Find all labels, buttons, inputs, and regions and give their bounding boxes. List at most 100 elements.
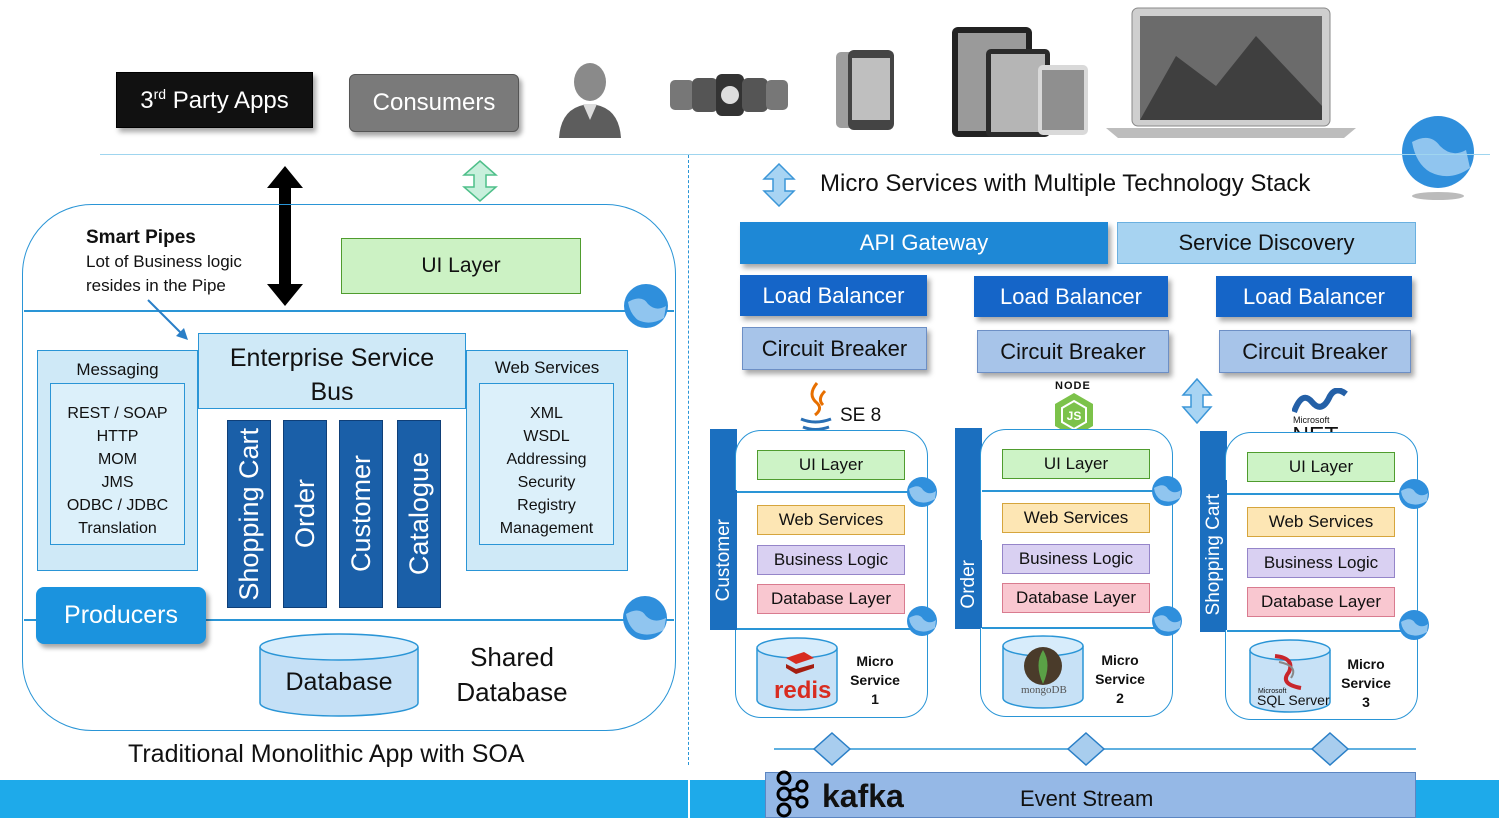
node-label: NODE — [1055, 380, 1091, 392]
web-services-box: Web Services — [1002, 503, 1150, 533]
dotnet-logo-icon — [1292, 388, 1348, 414]
api-gateway-label: API Gateway — [859, 230, 989, 255]
shared-database-label: Shared Database — [456, 642, 568, 707]
smart-pipes-line: resides in the Pipe — [86, 276, 226, 295]
business-logic-box: Business Logic — [1247, 548, 1395, 578]
ui-layer-box: UI Layer — [757, 450, 905, 480]
database-label: Database — [285, 667, 393, 696]
messaging-list: REST / SOAP HTTP MOM JMS ODBC / JDBC Tra… — [50, 383, 185, 545]
layer-separator — [24, 310, 674, 312]
globe-icon — [624, 284, 668, 328]
section-divider — [688, 155, 689, 765]
web-services-item: Security — [517, 474, 576, 491]
database-layer-box: Database Layer — [1002, 583, 1150, 613]
module-order: Order — [283, 420, 327, 608]
module-customer: Customer — [339, 420, 383, 608]
redis-label: redis — [774, 677, 832, 704]
web-services-list: XML WSDL Addressing Security Registry Ma… — [479, 383, 614, 545]
double-arrow-icon — [462, 160, 498, 202]
circuit-breaker-box: Circuit Breaker — [1219, 330, 1411, 373]
web-services-item: XML — [530, 405, 563, 422]
user-icon — [559, 63, 621, 138]
globe-icon — [1152, 476, 1182, 506]
circuit-breaker-box: Circuit Breaker — [742, 327, 927, 370]
double-arrow-icon — [1181, 378, 1213, 424]
circuit-breaker-box: Circuit Breaker — [977, 330, 1169, 373]
globe-icon — [1152, 606, 1182, 636]
web-services-box: Web Services — [1247, 507, 1395, 537]
module-shopping-cart: Shopping Cart — [227, 420, 271, 608]
laptop-icon — [1106, 7, 1356, 138]
dotnet-vendor-label: Microsoft — [1293, 415, 1330, 425]
database-cylinder-icon — [259, 633, 419, 717]
service-discovery-box: Service Discovery — [1117, 222, 1416, 264]
micro-title: Micro Services with Multiple Technology … — [820, 170, 1311, 197]
sql-server-vendor-label: Microsoft — [1258, 688, 1287, 695]
double-arrow-icon — [762, 163, 796, 207]
event-stream-bar — [765, 772, 1416, 818]
service-tab-label: Shopping Cart — [1200, 480, 1227, 630]
monolith-frame — [22, 204, 676, 731]
messaging-item: Translation — [78, 520, 157, 537]
web-services-item: Management — [499, 520, 594, 537]
tablet-icon — [952, 27, 1088, 137]
java-version-label: SE 8 — [840, 405, 882, 426]
layer-separator — [737, 491, 927, 493]
globe-icon — [907, 606, 937, 636]
web-services-item: WSDL — [523, 428, 570, 445]
smartwatch-icon — [670, 74, 788, 116]
kafka-logo-icon — [776, 770, 809, 818]
ui-layer-box: UI Layer — [1002, 449, 1150, 479]
load-balancer-box: Load Balancer — [974, 276, 1168, 317]
globe-icon — [907, 477, 937, 507]
monolith-caption: Traditional Monolithic App with SOA — [128, 740, 525, 768]
sql-server-cylinder-icon — [1249, 639, 1331, 713]
svg-text:JS: JS — [1067, 409, 1082, 423]
ui-layer-box: UI Layer — [1247, 452, 1395, 482]
smartphone-icon — [836, 50, 894, 130]
layer-separator — [24, 619, 674, 621]
web-services-item: Registry — [517, 497, 576, 514]
layer-separator — [1227, 493, 1417, 495]
messaging-item: MOM — [97, 451, 138, 468]
bottom-band — [0, 780, 688, 818]
event-stream-label: Event Stream — [1020, 786, 1154, 811]
messaging-item: REST / SOAP — [67, 405, 168, 422]
messaging-item: JMS — [101, 474, 134, 491]
business-logic-box: Business Logic — [757, 545, 905, 575]
layer-separator — [982, 490, 1172, 492]
mongodb-cylinder-icon — [1002, 635, 1084, 709]
web-services-title: Web Services — [494, 358, 600, 377]
database-layer-box: Database Layer — [1247, 587, 1395, 617]
event-bus-connector — [774, 731, 1416, 767]
messaging-item: HTTP — [96, 428, 139, 445]
esb-label: Bus — [310, 378, 354, 406]
consumers-label: Consumers — [372, 89, 496, 116]
load-balancer-box: Load Balancer — [1216, 276, 1412, 317]
smart-pipes-note: Smart Pipes Lot of Business logic reside… — [86, 226, 242, 298]
third-party-apps-label: 3rd Party Apps — [140, 85, 289, 114]
mongodb-label: mongoDB — [1021, 684, 1067, 696]
web-services-box: Web Services — [757, 505, 905, 535]
double-arrow-icon — [267, 166, 303, 306]
redis-cylinder-icon — [756, 637, 838, 711]
ui-layer-box: UI Layer — [341, 238, 581, 294]
service-tab-label: Customer — [710, 490, 737, 630]
messaging-title: Messaging — [76, 360, 159, 379]
esb-panel: Enterprise Service Bus — [198, 333, 466, 409]
api-gateway-box: API Gateway — [740, 222, 1108, 264]
consumers-box: Consumers — [349, 74, 519, 132]
pointer-arrow — [147, 299, 188, 340]
layer-separator — [737, 628, 927, 630]
business-logic-box: Business Logic — [1002, 544, 1150, 574]
globe-icon — [1399, 479, 1429, 509]
smart-pipes-line: Lot of Business logic — [86, 252, 242, 271]
producers-box: Producers — [36, 587, 206, 644]
sql-server-label: SQL Server — [1257, 692, 1330, 708]
layer-separator — [1227, 630, 1417, 632]
kafka-label: kafka — [822, 778, 904, 814]
producers-label: Producers — [64, 601, 178, 629]
messaging-item: ODBC / JDBC — [66, 497, 169, 514]
